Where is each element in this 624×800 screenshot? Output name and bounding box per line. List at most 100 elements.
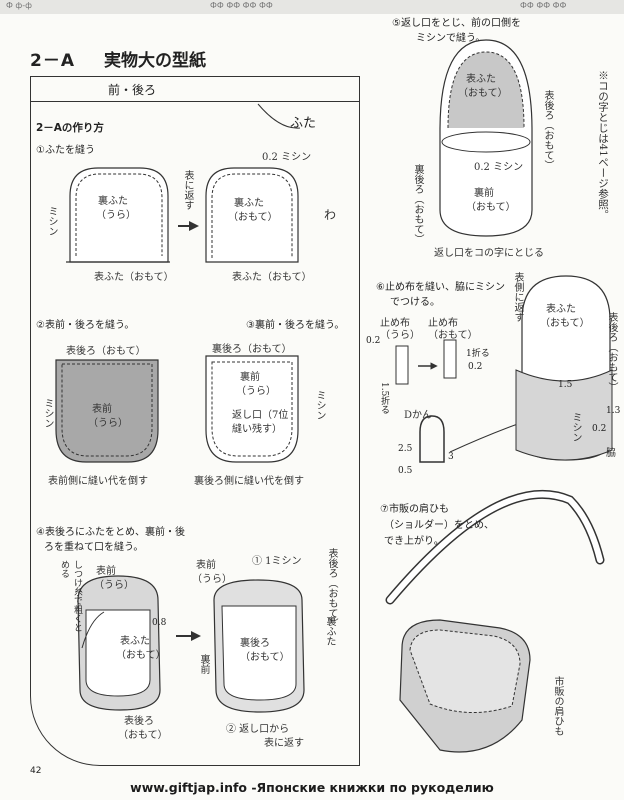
hyou-mae-label: 表前	[92, 404, 112, 415]
hyou-ushiro-vert-3: 表後ろ（おもて）	[606, 312, 617, 392]
step-4-label-1: ④表後ろにふたをとめ、裏前・後	[36, 527, 185, 538]
step-7-label-3: でき上がり。	[384, 536, 444, 547]
ura-ushiro-label: 裏後ろ（おもて）	[212, 344, 292, 355]
step-7-label-1: ⑦市販の肩ひも	[380, 504, 449, 515]
value-25: 2.5	[398, 444, 413, 454]
hyou-ushiro-label: 表後ろ（おもて）	[66, 346, 146, 357]
ura-ushiro-vert: 裏後ろ（おもて）	[412, 164, 423, 244]
front-piece-drawing	[55, 359, 159, 463]
stitch-02-label: 0.2 ミシン	[262, 152, 312, 163]
kaeshiguchi-label: 返し口（7位	[232, 410, 289, 421]
ori-15-label: 1.5折る	[379, 382, 389, 415]
step-7-label-2: （ショルダー）をとめ、	[384, 520, 494, 531]
bag-assembly-drawing	[77, 575, 161, 711]
ori-1-label: 1折る	[466, 349, 490, 359]
step-1-label: ①ふたを縫う	[36, 145, 95, 156]
hyou-futa-omote-label: 表ふた（おもて）	[94, 272, 174, 283]
value-08: 0.8	[152, 618, 167, 628]
header-strip-middle: ФФ ФФ ФФ ФФ	[210, 1, 273, 10]
hyou-mae-label-2: 表前	[96, 566, 116, 577]
caption-back: 裏後ろ側に縫い代を倒す	[194, 476, 304, 487]
ura-label-3: （うら）	[236, 386, 276, 397]
bag-stitched-drawing	[213, 579, 305, 713]
ura-label-5: （うら）	[192, 574, 232, 585]
kaeshiguchi-2b-label: 表に返す	[264, 738, 304, 749]
lining-piece-drawing	[205, 355, 299, 463]
value-02-c: 0.2	[592, 424, 607, 434]
kaeshiguchi-2-label: ② 返し口から	[226, 724, 290, 735]
d-kan-label: Dかん	[404, 410, 433, 421]
misin-1-label: ① 1ミシン	[252, 556, 302, 567]
value-13: 1.3	[606, 406, 621, 416]
page-title: 実物大の型紙	[104, 51, 206, 71]
ura-futa-label: 裏ふた	[98, 196, 128, 207]
hyou-ushiro-vert-2: 表後ろ（おもて）	[542, 90, 553, 170]
section-number: 2－A	[30, 51, 75, 71]
flip-side-label: 表側に返す	[512, 272, 523, 322]
page-number: 42	[30, 766, 42, 776]
hyou-futa-label-2: 表ふた	[466, 74, 496, 85]
header-strip: Ф ф-ф ФФ ФФ ФФ ФФ ФФ ФФ ФФ	[0, 0, 624, 14]
ura-ushiro-label-2: 裏後ろ	[240, 638, 270, 649]
ko-note: ※コの字とじは41ページ参照。	[597, 70, 609, 220]
finished-bag-drawing	[385, 489, 605, 753]
misin-label-2: ミシン	[42, 398, 53, 428]
step-6-label-2: でつける。	[390, 297, 440, 308]
misin-label-3: ミシン	[314, 390, 325, 420]
hyou-futa-label-3: 表ふた	[546, 304, 576, 315]
kaeshiguchi-close-label: 返し口をコの字にとじる	[434, 248, 544, 259]
header-strip-left: Ф ф-ф	[6, 1, 32, 10]
misin-label: ミシン	[46, 206, 57, 236]
section-heading: 2－Aの作り方	[36, 122, 104, 134]
ura-mae-vert: 裏前	[198, 654, 209, 674]
nuinokosu-label: 縫い残す）	[232, 424, 282, 435]
hyou-mae-label-3: 表前	[196, 560, 216, 571]
omote-label-8: （おもて）	[540, 318, 590, 329]
ura-label-4: （うら）	[94, 580, 134, 591]
omote-label-6: （おもて）	[466, 202, 516, 213]
stitch-02-label-2: 0.2 ミシン	[474, 162, 524, 173]
futa-label: ふた	[290, 116, 317, 131]
omote-label-4: （おもて）	[240, 652, 290, 663]
step-3-label: ③裏前・後ろを縫う。	[246, 320, 345, 331]
step-2-label: ②表前・後ろを縫う。	[36, 320, 135, 331]
omote-label-5: （おもて）	[458, 88, 508, 99]
omote-label: （おもて）	[228, 212, 278, 223]
tome-nuno-label-2: 止め布	[428, 318, 458, 329]
omote-label-3: （おもて）	[118, 730, 168, 741]
flap-unsewn-drawing	[66, 167, 170, 263]
ura-mae-label: 裏前	[240, 372, 260, 383]
pattern-panel	[30, 76, 360, 766]
waki-label: 脇	[606, 448, 616, 459]
header-strip-right: ФФ ФФ ФФ	[520, 1, 567, 10]
pattern-tab-label: 前・後ろ	[108, 83, 157, 97]
hyou-futa-label: 表ふた	[120, 636, 150, 647]
footer-url[interactable]: www.giftjap.info -Японские книжки по рук…	[130, 780, 494, 795]
ura-label: （うら）	[96, 210, 136, 221]
flip-label: 表に返す	[182, 170, 193, 210]
bag-closed-drawing	[439, 39, 533, 237]
ura-futa-vert: 裏ふた	[324, 616, 335, 646]
value-02-b: 0.2	[468, 362, 483, 372]
step-5-label-2: ミシンで縫う。	[416, 33, 486, 44]
kata-himo-label: 市販の肩ひも	[552, 676, 563, 736]
omote-label-2: （おもて）	[116, 650, 166, 661]
omote-label-7: （おもて）	[428, 330, 478, 341]
ura-futa-label-2: 裏ふた	[234, 198, 264, 209]
misin-label-4: ミシン	[570, 412, 581, 442]
value-3: 3	[448, 452, 454, 462]
caption-front: 表前側に縫い代を倒す	[48, 476, 148, 487]
flap-turned-drawing	[205, 167, 299, 263]
shitsuke-label: しつけ糸で粗くとめる	[59, 560, 82, 632]
step-6-label-1: ⑥止め布を縫い、脇にミシン	[376, 282, 505, 293]
hyou-ushiro-vert: 表後ろ（おもて）	[326, 548, 337, 628]
ura-label-2: （うら）	[88, 418, 128, 429]
hyou-ushiro-label-2: 表後ろ	[124, 716, 154, 727]
ura-mae-label-2: 裏前	[474, 188, 494, 199]
value-05: 0.5	[398, 466, 413, 476]
value-02-a: 0.2	[366, 336, 381, 346]
step-5-label-1: ⑤返し口をとじ、前の口側を	[392, 18, 521, 29]
hyou-futa-omote-label-2: 表ふた（おもて）	[232, 272, 312, 283]
tome-nuno-label: 止め布	[380, 318, 410, 329]
